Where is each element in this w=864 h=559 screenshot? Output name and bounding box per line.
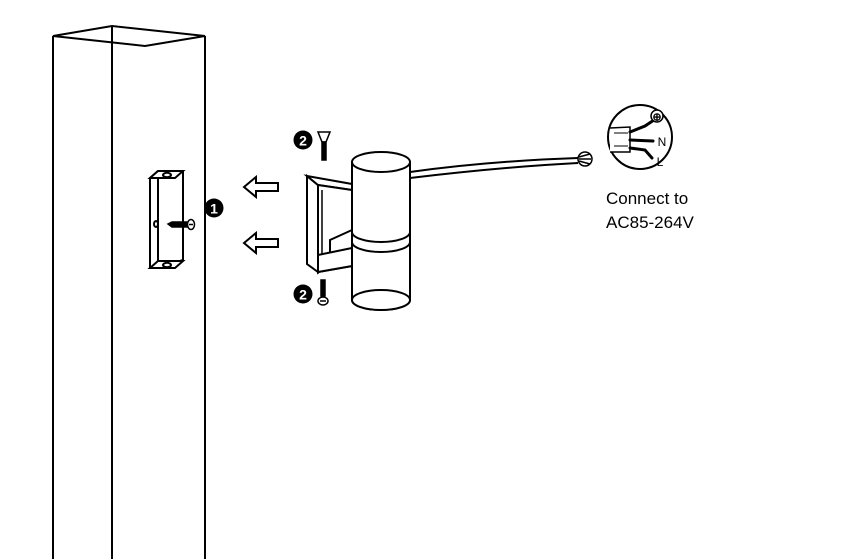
connection-caption-line1: Connect to — [606, 189, 688, 208]
mounting-bracket — [147, 170, 186, 269]
step-2-bottom-badge: 2 — [293, 284, 313, 304]
ground-icon — [650, 109, 664, 123]
bracket-screw-icon — [166, 218, 196, 231]
step-2-bottom-number: 2 — [299, 287, 307, 303]
step-2-top-badge: 2 — [293, 130, 313, 150]
screw-icon-bottom — [317, 279, 329, 306]
neutral-label: N — [658, 135, 667, 149]
step-1-number: 1 — [210, 201, 218, 217]
arrow-left-icon-lower — [242, 230, 279, 256]
connection-caption-line2: AC85-264V — [606, 213, 695, 232]
wire-plug-icon — [577, 151, 593, 167]
step-2-top-number: 2 — [299, 133, 307, 149]
ground-symbol: ⊕ — [652, 112, 661, 124]
wall-light-fixture — [303, 151, 579, 311]
wall-post — [52, 24, 206, 559]
live-label: L — [657, 155, 664, 169]
screw-icon — [316, 131, 332, 161]
wiring-detail: ⊕ N L — [607, 104, 673, 170]
step-1-badge: 1 — [204, 198, 224, 218]
arrow-left-icon — [242, 174, 279, 200]
